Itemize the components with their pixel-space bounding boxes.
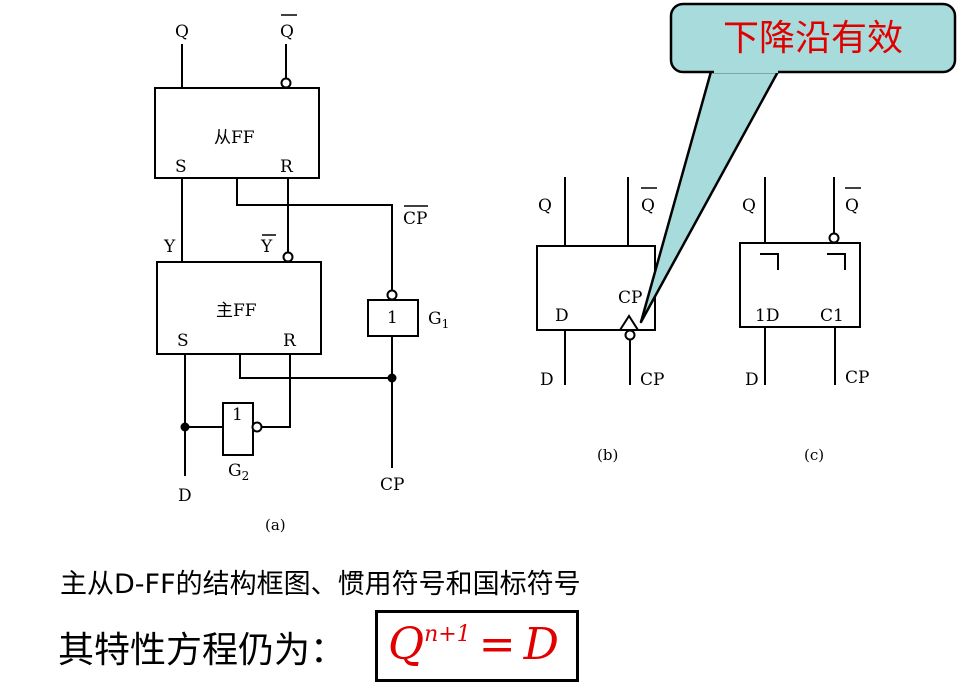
g2-inner-label: 1	[232, 405, 243, 425]
b-d-in-label: D	[555, 306, 569, 326]
g1-inner-label: 1	[387, 308, 398, 328]
master-r-label: R	[283, 331, 297, 351]
caption-c: (c)	[804, 446, 824, 464]
slave-ff-label: 从FF	[214, 128, 255, 148]
equation-label: 其特性方程仍为：	[58, 630, 347, 671]
b-d-label: D	[540, 370, 554, 390]
callout-pointer	[639, 66, 782, 324]
b-cp-in-label: CP	[618, 288, 642, 308]
c-q-label: Q	[742, 196, 756, 216]
g2-label: G2	[228, 461, 249, 483]
g1-label: G1	[428, 309, 449, 331]
equation-box: Qn+1=D	[375, 610, 579, 682]
caption-a: (a)	[265, 516, 286, 534]
callout-text: 下降沿有效	[723, 18, 903, 59]
master-ff-label: 主FF	[216, 301, 257, 321]
a-qbar-label: Q	[280, 22, 294, 42]
ybar-label: Y	[260, 237, 273, 257]
c-d-label: D	[745, 370, 759, 390]
callout-box	[669, 2, 957, 74]
b-cp-label: CP	[640, 370, 664, 390]
c-1d-label: 1D	[755, 306, 779, 326]
b-qbar-label: Q	[641, 196, 655, 216]
a-d-label: D	[178, 486, 192, 506]
a-q-label: Q	[175, 22, 189, 42]
gb-dff-symbol-box	[739, 242, 861, 328]
a-cp-label: CP	[380, 475, 404, 495]
master-s-label: S	[177, 331, 189, 351]
cpbar-label: CP	[403, 209, 427, 229]
slave-s-label: S	[175, 157, 187, 177]
c-c1-label: C1	[820, 306, 844, 326]
c-qbar-label: Q	[845, 196, 859, 216]
c-cp-label: CP	[845, 368, 869, 388]
caption-b: (b)	[597, 446, 618, 464]
figure-caption: 主从D-FF的结构框图、惯用符号和国标符号	[60, 569, 581, 600]
y-label: Y	[163, 237, 176, 257]
b-q-label: Q	[538, 196, 552, 216]
characteristic-equation: Qn+1=D	[388, 619, 559, 670]
slave-r-label: R	[280, 157, 294, 177]
